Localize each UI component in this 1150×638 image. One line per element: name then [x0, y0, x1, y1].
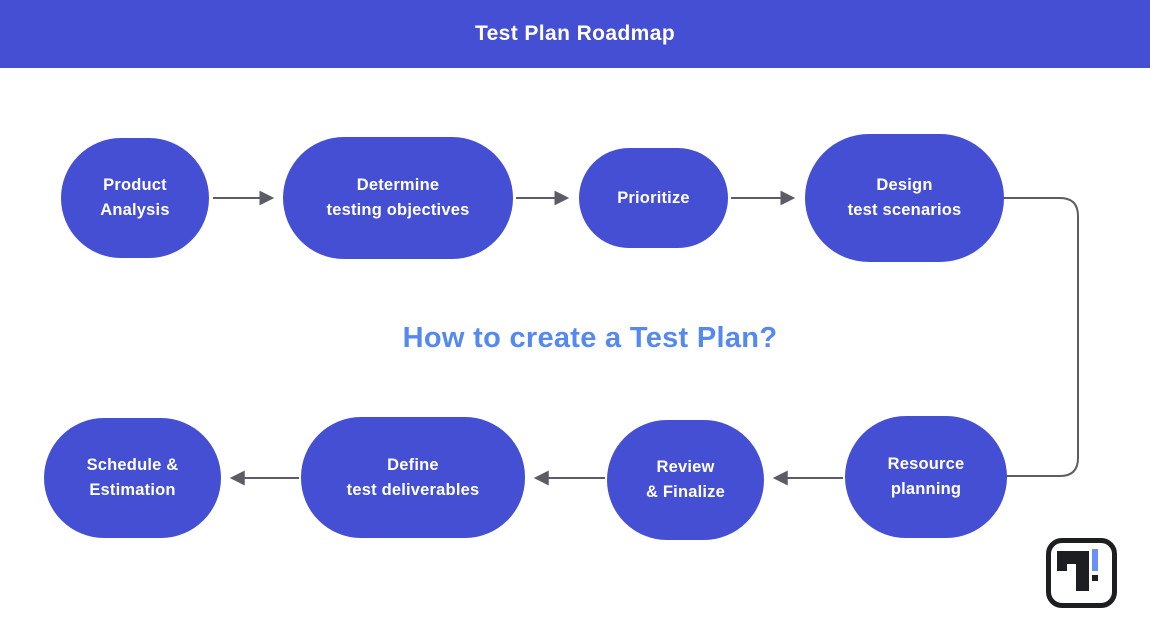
logo-t-stem — [1076, 551, 1089, 591]
node-label-line: Review — [656, 458, 715, 477]
header-bar: Test Plan Roadmap — [0, 0, 1150, 68]
node-review-finalize: Review & Finalize — [607, 420, 764, 540]
node-label-line: Determine — [356, 176, 440, 195]
node-label-line: Define — [387, 455, 439, 474]
node-label-line: Schedule & — [86, 456, 179, 475]
logo-accent-dot — [1092, 575, 1098, 581]
node-label-line: Product — [103, 176, 167, 195]
node-resource-planning: Resource planning — [845, 416, 1007, 538]
node-schedule-estimation: Schedule & Estimation — [44, 418, 221, 538]
node-product-analysis: Product Analysis — [61, 138, 209, 258]
node-label-line: test deliverables — [346, 480, 480, 499]
node-label-line: test scenarios — [847, 201, 962, 219]
node-label-line: testing objectives — [326, 201, 470, 219]
node-label-line: planning — [890, 480, 962, 498]
t-mark-logo-icon — [1046, 538, 1117, 608]
page-title: Test Plan Roadmap — [474, 22, 676, 45]
node-determine-testing-objectives: Determine testing objectives — [283, 137, 513, 259]
node-label-line: Prioritize — [617, 188, 690, 207]
center-heading: How to create a Test Plan? — [402, 322, 778, 354]
logo-t-lip — [1057, 551, 1067, 571]
node-design-test-scenarios: Design test scenarios — [805, 134, 1004, 262]
node-prioritize: Prioritize — [579, 148, 728, 248]
logo-accent-bar — [1092, 549, 1098, 571]
node-label-line: Estimation — [89, 481, 176, 499]
node-label-line: & Finalize — [645, 483, 725, 501]
node-define-test-deliverables: Define test deliverables — [301, 417, 525, 538]
node-label-line: Analysis — [100, 201, 170, 219]
node-label-line: Resource — [887, 455, 965, 474]
node-label-line: Design — [876, 176, 933, 195]
